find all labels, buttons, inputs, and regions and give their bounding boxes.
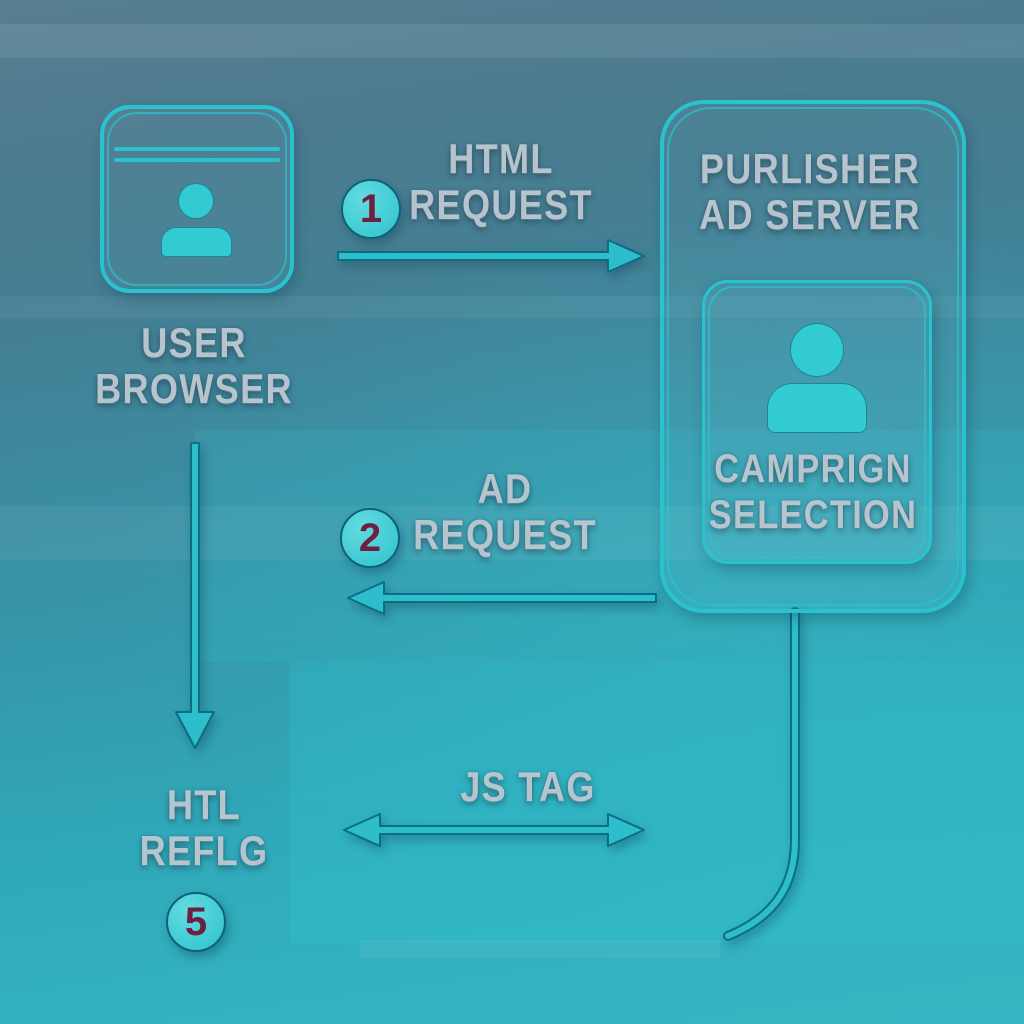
html-render-label: HTL REFLG (140, 782, 269, 874)
ad-request-label-line2: REQUEST (413, 511, 597, 558)
user-browser-label-line1: USER (141, 319, 247, 366)
step-2-badge: 2 (340, 508, 400, 568)
user-icon-body (161, 227, 232, 257)
campaign-selection-label-line1: CAMPRIGN (714, 447, 912, 491)
html-request-label: HTML REQUEST (409, 136, 593, 228)
person-icon-head (790, 323, 844, 377)
campaign-selection-label-line2: SELECTION (708, 493, 918, 537)
campaign-selection-node (702, 280, 932, 564)
user-browser-label: USER BROWSER (95, 320, 293, 412)
js-tag-label-text: JS TAG (460, 763, 596, 810)
publisher-ad-server-label-line1: PURLISHER (699, 145, 921, 192)
user-icon-head (178, 183, 214, 219)
publisher-ad-server-label-line2: AD SERVER (699, 191, 921, 238)
html-render-label-line2: REFLG (139, 827, 269, 874)
js-tag-label: JS TAG (460, 764, 596, 810)
ad-request-label-line1: AD (477, 465, 533, 512)
campaign-selection-label: CAMPRIGN SELECTION (709, 446, 917, 538)
publisher-ad-server-node (660, 100, 966, 613)
ad-request-label: AD REQUEST (413, 466, 597, 558)
browser-toolbar-line (114, 158, 280, 162)
person-icon-body (767, 383, 867, 433)
step-5-badge: 5 (166, 892, 226, 952)
publisher-ad-server-label: PURLISHER AD SERVER (699, 146, 921, 238)
user-browser-label-line2: BROWSER (95, 365, 293, 412)
html-render-label-line1: HTL (166, 781, 242, 828)
html-request-label-line1: HTML (448, 135, 554, 182)
html-request-label-line2: REQUEST (409, 181, 593, 228)
step-1-badge: 1 (341, 179, 401, 239)
user-browser-node (100, 105, 294, 293)
browser-toolbar-line (114, 147, 280, 151)
